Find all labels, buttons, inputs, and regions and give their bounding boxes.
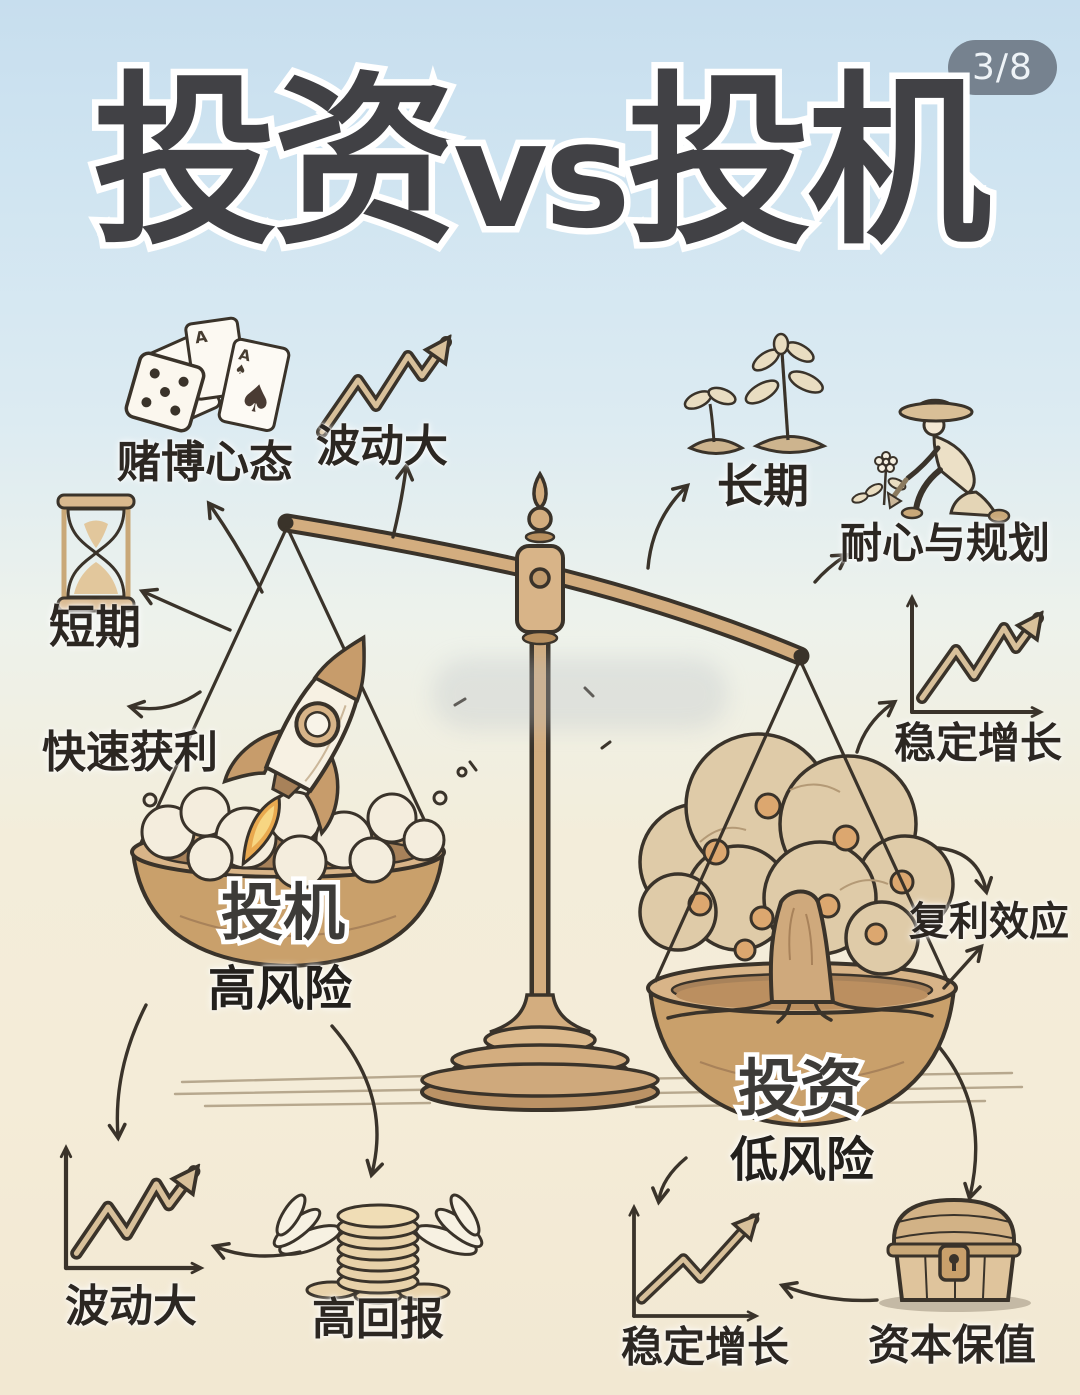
volatility-top-label: 波动大	[316, 421, 448, 472]
smoke-clouds	[140, 766, 468, 890]
hourglass-icon	[56, 493, 136, 613]
compound-effect-label: 复利效应	[909, 899, 1069, 945]
patience-planning-label: 耐心与规划	[839, 518, 1051, 568]
steady-growth-bottom-label: 稳定增长	[620, 1322, 790, 1372]
growth-chart-icon	[912, 600, 1044, 712]
quick-profit-label: 快速获利	[42, 727, 218, 778]
page-counter-badge: 3/8	[948, 40, 1057, 95]
title-right: 投机	[621, 55, 998, 270]
high-risk-label: 高风险	[207, 961, 353, 1017]
volatility-arrow-icon	[316, 342, 452, 438]
steady-growth-top-label: 稳定增长	[893, 718, 1063, 768]
flow-arrows	[107, 462, 994, 1303]
gambling-mentality-label: 赌博心态	[117, 437, 293, 488]
poster-title: 投资vs投机	[0, 55, 1080, 270]
svg-text:A: A	[194, 327, 210, 348]
high-return-label: 高回报	[312, 1294, 444, 1345]
title-vs: vs	[446, 89, 637, 263]
watermark-blur	[432, 658, 728, 730]
svg-text:♠: ♠	[233, 362, 248, 379]
svg-text:A: A	[237, 345, 252, 365]
steady-growth-chart-icon	[634, 1210, 754, 1316]
balance-scale-icon	[277, 470, 810, 1112]
long-term-label: 长期	[717, 459, 809, 513]
low-risk-label: 低风险	[729, 1132, 875, 1188]
seedling-icon	[683, 332, 828, 455]
fruit-tree-icon	[638, 659, 955, 1024]
title-left: 投资	[86, 55, 463, 270]
volatility-chart-icon	[66, 1150, 198, 1268]
winged-coins-icon	[272, 1193, 484, 1305]
speculation-pan-label: 投机	[216, 872, 349, 954]
dice-cards-icon: A A A ♠ ♠	[124, 316, 291, 433]
capital-preservation-label: 资本保值	[867, 1320, 1037, 1370]
short-term-label: 短期	[49, 600, 141, 654]
investment-pan-label: 投资	[733, 1048, 866, 1130]
sparkle-strokes	[453, 686, 612, 772]
volatility-bottom-label: 波动大	[65, 1281, 197, 1332]
farmer-icon	[851, 398, 1011, 524]
rocket-icon	[222, 634, 366, 868]
treasure-chest-icon	[879, 1197, 1031, 1312]
